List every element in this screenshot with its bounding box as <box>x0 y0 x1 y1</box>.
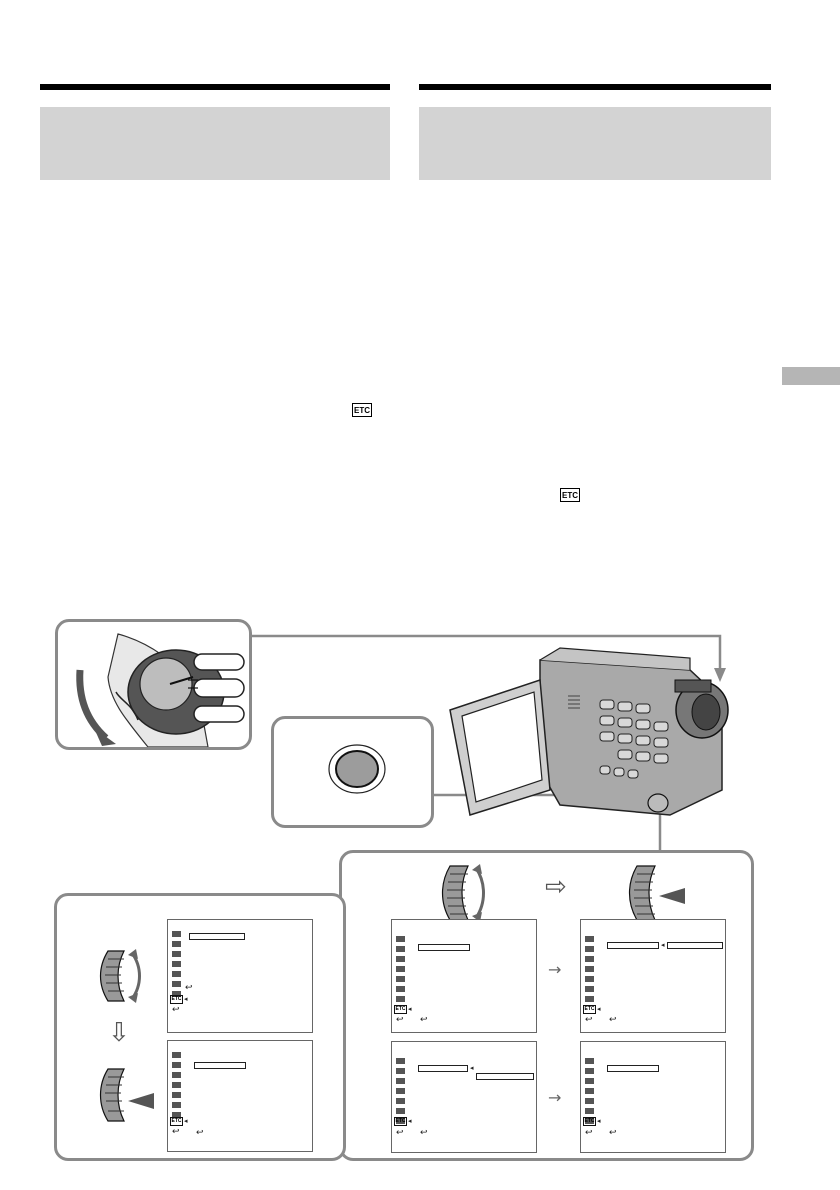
menu-pointer: ◂ <box>408 1005 412 1013</box>
return-icon: ↩ <box>172 1127 180 1137</box>
menu-screen: ◂ ETC ◂ ↩ ↩ <box>391 1041 537 1153</box>
power-switch-drawing <box>76 633 245 747</box>
menu-highlight <box>189 933 245 940</box>
right-heading-band <box>419 107 771 180</box>
right-heading-rule <box>419 84 771 90</box>
return-icon: ↩ <box>420 1015 428 1025</box>
etc-menu-icon: ETC <box>583 1117 596 1126</box>
etc-menu-icon: ETC <box>170 995 183 1004</box>
return-icon: ↩ <box>585 1128 593 1138</box>
camcorder-drawing <box>449 647 729 816</box>
menu-pointer: ◂ <box>661 941 665 949</box>
etc-menu-icon: ETC <box>583 1005 596 1014</box>
menu-screen: ETC ◂ ↩ ↩ <box>391 919 537 1033</box>
step-arrow: → <box>548 1088 562 1107</box>
power-switch-panel <box>55 619 252 750</box>
button-panel <box>271 716 434 828</box>
menu-highlight <box>194 1062 246 1069</box>
left-heading-band <box>40 107 390 180</box>
etc-menu-icon: ETC <box>352 403 372 417</box>
return-icon: ↩ <box>396 1015 404 1025</box>
return-icon: ↩ <box>585 1015 593 1025</box>
control-dial-turn <box>99 949 141 1003</box>
submenu-highlight <box>667 942 723 949</box>
menu-highlight <box>418 944 470 951</box>
menu-screen: ETC ◂ ↩ ↩ <box>580 1041 726 1153</box>
submenu-highlight <box>476 1073 534 1080</box>
step-arrow: → <box>548 960 562 979</box>
etc-menu-icon: ETC <box>394 1117 407 1126</box>
menu-pointer: ◂ <box>408 1117 412 1125</box>
etc-menu-icon: ETC <box>394 1005 407 1014</box>
menu-pointer: ◂ <box>184 995 188 1003</box>
menu-screen: ETC ◂ ↩ ↩ <box>167 1040 313 1152</box>
menu-highlight <box>418 1065 468 1072</box>
etc-menu-icon: ETC <box>560 488 580 502</box>
etc-menu-icon: ETC <box>170 1117 183 1126</box>
control-dial-press <box>99 1068 154 1122</box>
left-heading-rule <box>40 84 390 90</box>
hollow-arrow-down: ⇩ <box>108 1018 130 1048</box>
menu-pointer: ◂ <box>597 1005 601 1013</box>
return-icon: ↩ <box>609 1128 617 1138</box>
menu-pointer: ◂ <box>184 1117 188 1125</box>
button-drawing <box>328 744 386 794</box>
menu-highlight <box>607 942 659 949</box>
return-icon: ↩ <box>172 1005 180 1015</box>
menu-screen: ↩ ETC ◂ ↩ <box>167 919 313 1033</box>
menu-highlight <box>607 1065 659 1072</box>
menu-screen: ◂ ETC ◂ ↩ ↩ <box>580 919 726 1033</box>
menu-pointer: ◂ <box>470 1064 474 1072</box>
control-dial-turn <box>441 864 485 922</box>
return-icon: ↩ <box>420 1128 428 1138</box>
hollow-arrow-right: ⇨ <box>545 872 567 902</box>
return-icon: ↩ <box>396 1128 404 1138</box>
control-dial-press <box>628 865 685 921</box>
menu-pointer: ◂ <box>597 1117 601 1125</box>
return-icon: ↩ <box>609 1015 617 1025</box>
return-icon: ↩ <box>185 983 193 993</box>
section-tab <box>782 367 840 385</box>
return-icon: ↩ <box>196 1128 204 1138</box>
